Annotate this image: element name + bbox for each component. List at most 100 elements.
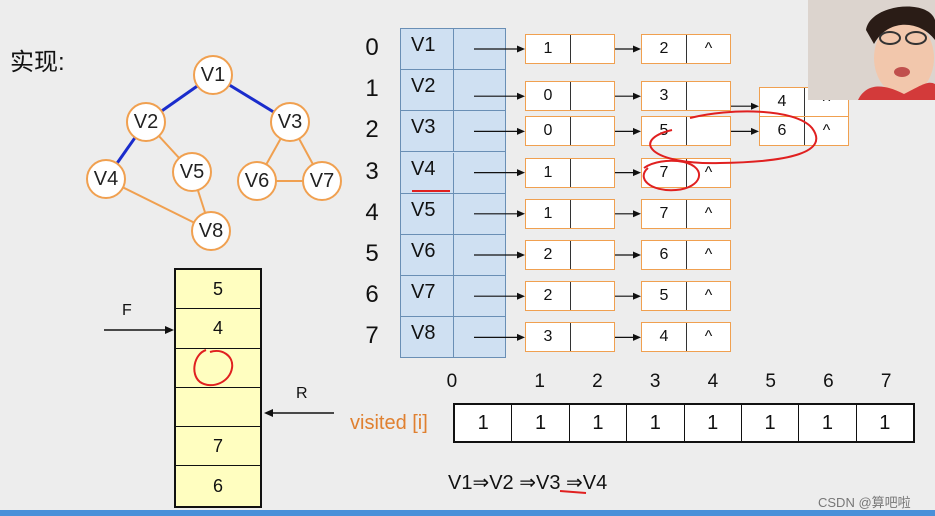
adjacency-node-value: 4 <box>642 323 687 352</box>
vertex-table-separator <box>453 70 454 111</box>
adjacency-node-value: 0 <box>526 117 571 146</box>
adjacency-node: 0 <box>525 116 615 147</box>
vertex-name: V7 <box>411 281 436 304</box>
vertex-table-separator <box>453 111 454 152</box>
vertex-table-separator <box>453 193 454 234</box>
next-pointer-arrow-head <box>633 169 641 177</box>
visited-cell: 1 <box>879 411 891 434</box>
visited-label: visited [i] <box>350 412 428 434</box>
graph-vertex-v2: V2 <box>126 102 166 142</box>
vertex-table-separator <box>453 152 454 193</box>
adjacency-node-value: 6 <box>642 241 687 269</box>
visited-cell: 1 <box>512 405 570 441</box>
adjacency-node: 1 <box>525 157 615 188</box>
visited-cell: 1 <box>799 405 857 441</box>
adjacency-node: 2 <box>525 281 615 312</box>
visited-index: 7 <box>880 371 892 392</box>
adjacency-node-next: ^ <box>704 246 713 263</box>
graph-vertex-v5: V5 <box>172 152 212 192</box>
queue-cell: 7 <box>176 427 260 467</box>
vertex-table-row: V4 <box>401 152 505 194</box>
vertex-name: V1 <box>411 34 436 56</box>
vertex-table-row: V5 <box>401 193 505 235</box>
next-pointer-arrow-head <box>633 210 641 218</box>
adjacency-node-value: 6 <box>760 117 805 146</box>
adjacency-node: 6^ <box>641 240 731 270</box>
adjacency-node-value: 0 <box>526 82 571 111</box>
adjacency-node-value: 7 <box>642 158 687 187</box>
visited-index: 4 <box>707 371 719 392</box>
vertex-name: V3 <box>411 116 436 139</box>
adjacency-index: 2 <box>365 116 379 144</box>
rear-pointer-label: R <box>296 385 308 402</box>
next-pointer-arrow-head <box>633 45 641 53</box>
visited-index: 6 <box>823 371 834 392</box>
presenter-image <box>808 0 935 100</box>
watermark: CSDN @算吧啦 <box>818 495 911 510</box>
head-pointer-arrow-head <box>517 333 525 341</box>
adjacency-node-next: ^ <box>704 163 713 181</box>
adjacency-index: 5 <box>365 240 379 267</box>
bottom-bar <box>0 510 935 516</box>
graph-vertex-v8: V8 <box>191 211 231 251</box>
vertex-table-separator <box>453 29 454 69</box>
adjacency-node-next: ^ <box>822 122 831 140</box>
adjacency-node-next: ^ <box>704 204 713 222</box>
section-title: 实现: <box>10 49 65 76</box>
next-pointer-arrow-head <box>751 102 759 110</box>
adjacency-node: 0 <box>525 81 615 112</box>
queue-cell: 5 <box>176 270 260 310</box>
queue-cell <box>176 349 260 388</box>
vertex-table-separator <box>453 317 454 358</box>
head-pointer-arrow-head <box>517 251 525 259</box>
adjacency-index: 1 <box>365 75 379 103</box>
visited-cell: 1 <box>455 405 513 441</box>
visited-index: 2 <box>592 371 603 392</box>
vertex-name: V2 <box>411 75 436 98</box>
adjacency-node-value: 1 <box>526 199 571 228</box>
adjacency-node: 2^ <box>641 34 731 64</box>
adjacency-node: 3 <box>641 81 731 112</box>
adjacency-index: 6 <box>365 281 379 309</box>
graph-vertex-v3: V3 <box>270 102 310 142</box>
vertex-table-separator <box>453 235 454 275</box>
queue-cell: 6 <box>212 475 223 496</box>
queue-cell: 4 <box>176 309 260 349</box>
adjacency-index: 0 <box>365 34 379 61</box>
queue-annotation-circle <box>193 349 234 387</box>
adjacency-node-value: 3 <box>526 323 571 352</box>
adjacency-node-value: 7 <box>642 199 687 228</box>
vertex-table-separator <box>453 276 454 317</box>
adjacency-node-next: ^ <box>704 328 713 346</box>
vertex-name: V6 <box>411 240 436 262</box>
vertex-name: V8 <box>411 322 436 345</box>
front-pointer-label: F <box>122 302 132 319</box>
visited-index: 0 <box>446 371 458 392</box>
head-pointer-arrow-head <box>517 92 525 100</box>
adjacency-index: 3 <box>365 157 379 185</box>
graph-vertex-v6: V6 <box>237 161 277 201</box>
adjacency-node-value: 5 <box>642 282 687 311</box>
visited-cell: 1 <box>570 405 628 441</box>
next-pointer-arrow-head <box>751 127 759 135</box>
adjacency-node-value: 2 <box>526 241 571 269</box>
visited-cell: 1 <box>742 405 800 441</box>
vertex-name: V4 <box>411 157 436 180</box>
graph-vertex-v4: V4 <box>86 159 126 199</box>
head-pointer-arrow-head <box>517 45 525 53</box>
adjacency-node: 2 <box>525 240 615 270</box>
adjacency-node: 3 <box>525 322 615 353</box>
vertex-table-row: V3 <box>401 111 505 153</box>
next-pointer-arrow-head <box>633 251 641 259</box>
visited-index: 1 <box>534 371 545 392</box>
adjacency-node: 5 <box>641 116 731 147</box>
head-pointer-arrow-head <box>517 292 525 300</box>
next-pointer-arrow-head <box>633 92 641 100</box>
adjacency-node-value: 5 <box>642 117 687 146</box>
rear-pointer-arrow <box>264 409 334 417</box>
next-pointer-arrow-head <box>633 127 641 135</box>
adjacency-index: 4 <box>365 198 379 226</box>
adjacency-node-next: ^ <box>822 93 831 111</box>
